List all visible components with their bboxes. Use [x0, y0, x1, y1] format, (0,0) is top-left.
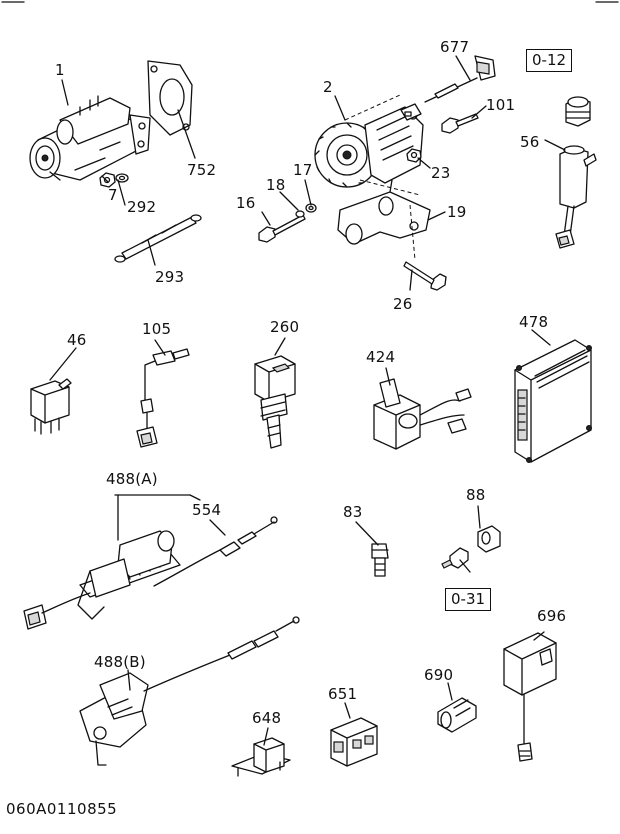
sensor-83-illustration	[371, 543, 389, 577]
pedal-assembly-488b-illustration	[79, 616, 300, 766]
callout-696[interactable]: 696	[537, 607, 567, 625]
callout-260[interactable]: 260	[270, 318, 300, 336]
connector-651-illustration	[330, 717, 378, 767]
callout-554[interactable]: 554	[192, 501, 222, 519]
starter-motor-illustration	[29, 95, 151, 181]
callout-46[interactable]: 46	[67, 331, 87, 349]
accelerator-motor-488a-illustration	[23, 530, 181, 630]
sensor-105-illustration	[136, 348, 190, 448]
nut-23-illustration	[406, 148, 422, 163]
ref-box-0-12[interactable]: 0-12	[526, 49, 573, 72]
callout-105[interactable]: 105	[142, 320, 172, 338]
callout-292[interactable]: 292	[127, 198, 157, 216]
callout-101[interactable]: 101	[486, 96, 516, 114]
alternator-illustration	[314, 106, 424, 188]
sensor-260-illustration	[254, 355, 296, 449]
ecu-478-illustration	[514, 339, 592, 463]
sensor-adapter-0-12-illustration	[565, 96, 591, 127]
relay-46-illustration	[30, 378, 72, 435]
callout-677[interactable]: 677	[440, 38, 470, 56]
sheet-border-top	[1, 1, 619, 3]
callout-83[interactable]: 83	[343, 503, 363, 521]
drawing-code: 060A0110855	[6, 800, 118, 818]
callout-648[interactable]: 648	[252, 709, 282, 727]
callout-88[interactable]: 88	[466, 486, 486, 504]
callout-752[interactable]: 752	[187, 161, 217, 179]
callout-23[interactable]: 23	[431, 164, 451, 182]
throttle-cable-554-illustration	[153, 516, 278, 587]
bolt-26-illustration	[403, 261, 447, 291]
callout-18[interactable]: 18	[266, 176, 286, 194]
callout-26[interactable]: 26	[393, 295, 413, 313]
nut-and-washer-illustration	[99, 172, 129, 188]
callout-424[interactable]: 424	[366, 348, 396, 366]
alternator-bracket-19-illustration	[337, 179, 431, 245]
callout-293[interactable]: 293	[155, 268, 185, 286]
callout-16[interactable]: 16	[236, 194, 256, 212]
callout-690[interactable]: 690	[424, 666, 454, 684]
starter-gasket-illustration	[147, 60, 193, 136]
callout-1[interactable]: 1	[55, 61, 65, 79]
relay-648-illustration	[231, 737, 291, 777]
callout-478[interactable]: 478	[519, 313, 549, 331]
callout-17[interactable]: 17	[293, 161, 313, 179]
callout-56[interactable]: 56	[520, 133, 540, 151]
ref-box-0-31[interactable]: 0-31	[445, 588, 492, 611]
callout-488a[interactable]: 488(A)	[106, 470, 158, 488]
bolt-washer-16-18-17-illustration	[258, 203, 317, 243]
module-696-illustration	[503, 632, 557, 762]
plug-88-illustration	[441, 525, 501, 569]
callout-7[interactable]: 7	[108, 186, 118, 204]
actuator-424-illustration	[373, 378, 472, 450]
terminal-harness-677-illustration	[400, 55, 496, 121]
battery-cable-293-illustration	[114, 214, 202, 263]
callout-488b[interactable]: 488(B)	[94, 653, 146, 671]
sensor-56-illustration	[555, 145, 597, 249]
callout-19[interactable]: 19	[447, 203, 467, 221]
callout-651[interactable]: 651	[328, 685, 358, 703]
callout-2[interactable]: 2	[323, 78, 333, 96]
connector-690-illustration	[437, 697, 477, 733]
